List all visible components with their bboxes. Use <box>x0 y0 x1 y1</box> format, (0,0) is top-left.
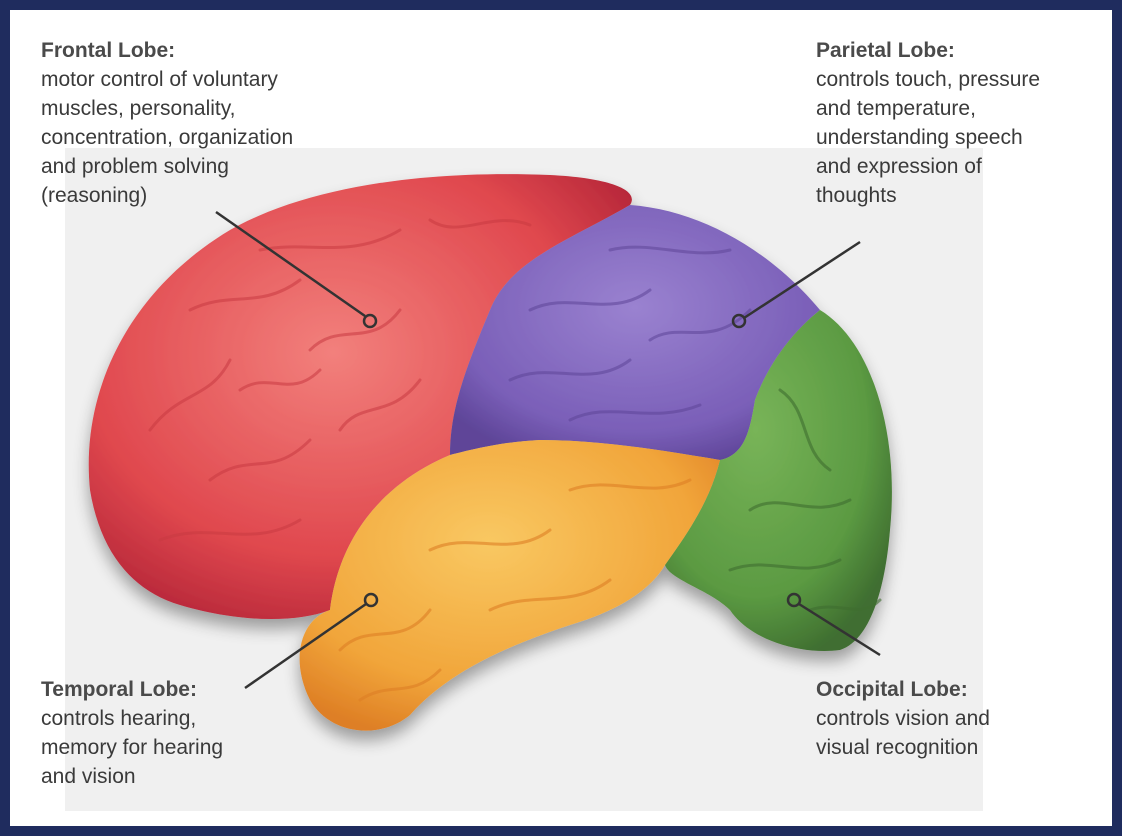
occipital-lobe-description: controls vision and visual recognition <box>816 704 1096 762</box>
temporal-lobe-title: Temporal Lobe: <box>41 675 301 704</box>
temporal-lobe-description: controls hearing, memory for hearing and… <box>41 704 301 791</box>
frontal-lobe-description: motor control of voluntary muscles, pers… <box>41 65 401 210</box>
occipital-lobe-label: Occipital Lobe: controls vision and visu… <box>816 675 1096 762</box>
occipital-lobe-title: Occipital Lobe: <box>816 675 1096 704</box>
parietal-lobe-label: Parietal Lobe: controls touch, pressure … <box>816 36 1096 210</box>
diagram-frame: Frontal Lobe: motor control of voluntary… <box>10 10 1112 826</box>
parietal-lobe-title: Parietal Lobe: <box>816 36 1096 65</box>
temporal-lobe-label: Temporal Lobe: controls hearing, memory … <box>41 675 301 791</box>
frontal-lobe-label: Frontal Lobe: motor control of voluntary… <box>41 36 401 210</box>
parietal-lobe-description: controls touch, pressure and temperature… <box>816 65 1096 210</box>
frontal-lobe-title: Frontal Lobe: <box>41 36 401 65</box>
